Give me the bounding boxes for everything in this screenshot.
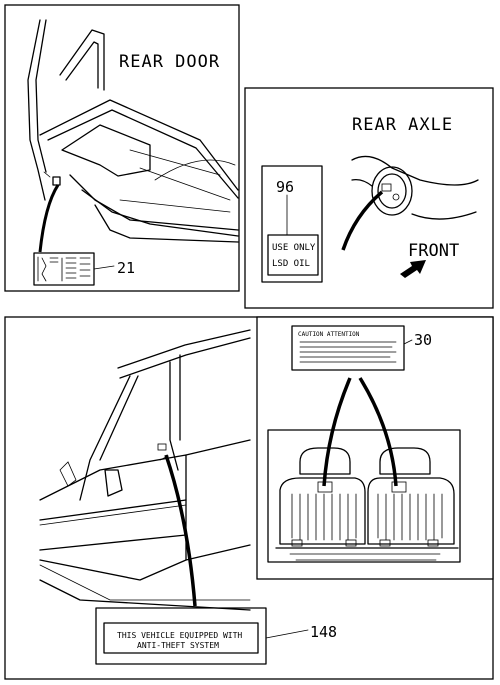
door-label-21 xyxy=(33,252,115,286)
callout-148: 148 xyxy=(310,623,337,641)
rear-axle-frame xyxy=(244,87,494,309)
callout-30: 30 xyxy=(414,331,432,349)
anti-theft-label xyxy=(95,607,309,665)
front-direction-label: FRONT xyxy=(408,241,459,261)
anti-theft-line1: THIS VEHICLE EQUIPPED WITH xyxy=(117,631,242,640)
callout-21: 21 xyxy=(117,259,135,277)
rear-door-frame xyxy=(4,4,240,292)
axle-label-line2: LSD OIL xyxy=(272,259,310,269)
anti-theft-line2: ANTI-THEFT SYSTEM xyxy=(137,641,219,650)
rear-axle-panel: REAR AXLE 96 USE ONLY LSD OIL FRONT xyxy=(244,87,494,309)
rear-door-panel: REAR DOOR 21 xyxy=(4,4,240,292)
front-arrow-icon xyxy=(400,260,426,278)
rear-axle-title: REAR AXLE xyxy=(352,115,453,135)
caution-attention-label xyxy=(291,325,413,371)
callout-96: 96 xyxy=(276,178,294,196)
rear-seat-drawing xyxy=(267,429,461,563)
axle-oil-label xyxy=(261,165,323,283)
axle-housing-drawing xyxy=(341,155,479,251)
caution-attention-title: CAUTION ATTENTION xyxy=(298,331,360,338)
rear-seat-panel: CAUTION ATTENTION 30 xyxy=(256,316,494,580)
rear-door-drawing xyxy=(27,19,239,253)
rear-door-title: REAR DOOR xyxy=(119,52,220,72)
front-door-drawing xyxy=(39,329,251,611)
axle-label-line1: USE ONLY xyxy=(272,243,316,253)
